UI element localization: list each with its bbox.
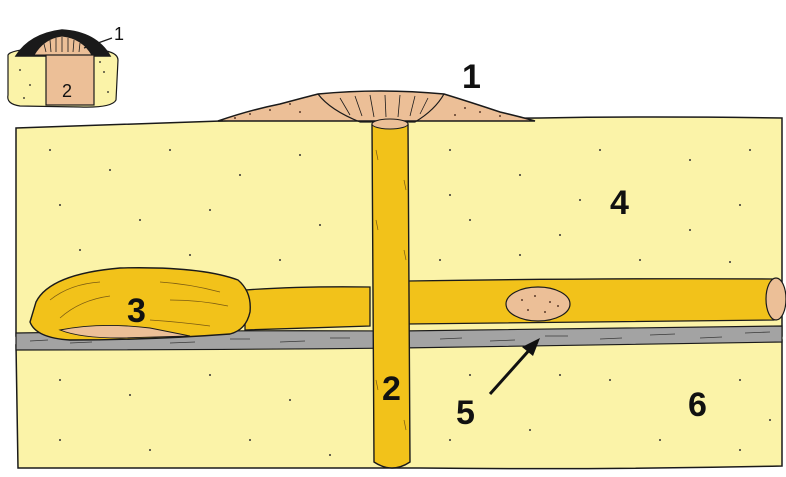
label-seam: 5 (456, 394, 475, 432)
label-chamber: 3 (127, 292, 146, 330)
tunnel-pellet (506, 287, 570, 321)
inset-sketch: 1 2 (8, 24, 124, 107)
label-shaft: 2 (382, 370, 401, 408)
inset-mound-label: 1 (114, 24, 124, 44)
vertical-shaft (372, 121, 410, 468)
main-cross-section: 1 2 3 4 5 6 (16, 58, 786, 469)
label-lower-layer: 6 (688, 386, 707, 424)
horizontal-tunnel-left (245, 287, 370, 330)
horizontal-tunnel-right (408, 279, 774, 324)
inset-shaft-label: 2 (62, 81, 72, 101)
tunnel-end-cap (766, 278, 786, 320)
shaft-top-opening (372, 119, 408, 129)
label-upper-layer: 4 (610, 184, 629, 222)
surface-mound (218, 91, 535, 121)
label-mound: 1 (462, 58, 481, 96)
